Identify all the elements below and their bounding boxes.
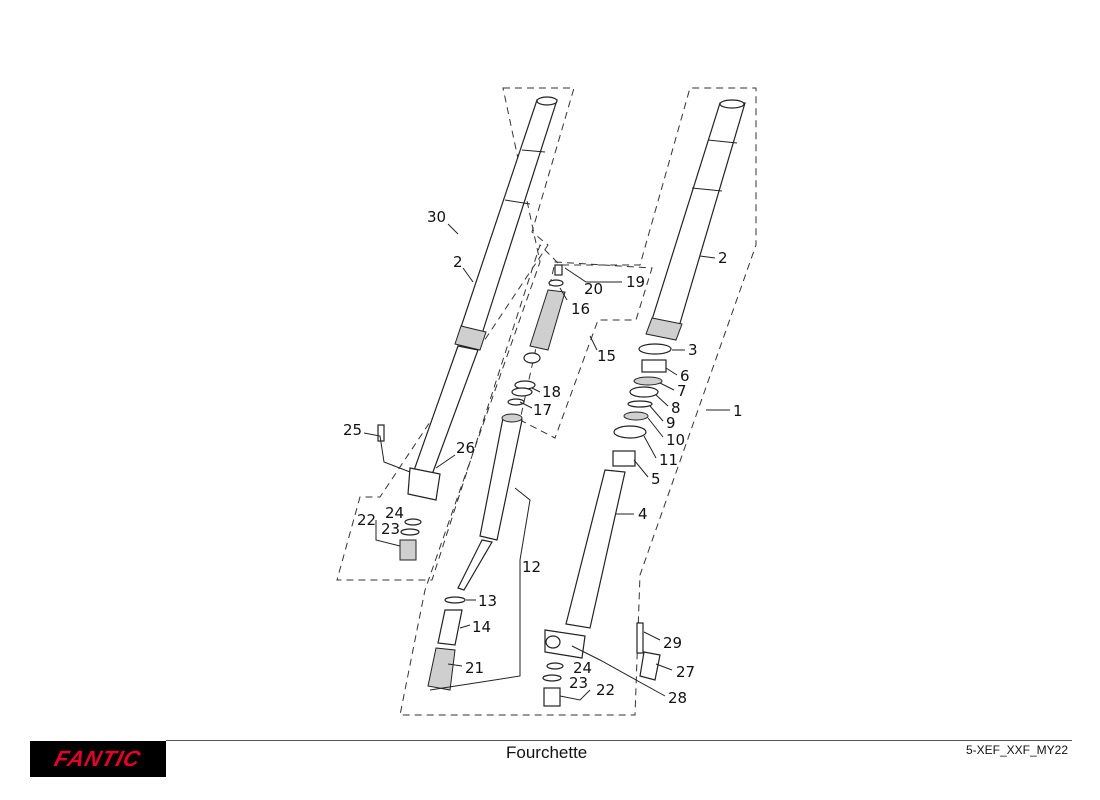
callout-23-left: 23	[381, 520, 400, 538]
model-code: 5-XEF_XXF_MY22	[965, 743, 1068, 757]
callout-5: 5	[651, 470, 661, 488]
callout-28: 28	[668, 689, 687, 707]
callout-16: 16	[571, 300, 590, 318]
callout-10: 10	[666, 431, 685, 449]
callout-15: 15	[597, 347, 616, 365]
callout-1: 1	[733, 402, 743, 420]
callout-30: 30	[427, 208, 446, 226]
footer-divider	[166, 740, 1072, 741]
brand-logo-text: FANTIC	[52, 746, 145, 771]
callout-labels: 30 2 25 26 22 24 23 20 19 16 15 18 17 12…	[343, 208, 743, 707]
right-axle-clamp-parts	[636, 622, 661, 681]
page-title: Fourchette	[506, 743, 588, 762]
callout-24-left: 24	[385, 504, 404, 522]
callout-19: 19	[626, 273, 645, 291]
brand-logo: FANTIC	[30, 741, 166, 777]
callout-22-right: 22	[596, 681, 615, 699]
leader-lines	[363, 223, 730, 701]
callout-24-right: 24	[573, 659, 592, 677]
callout-2-left: 2	[453, 253, 463, 271]
callout-7: 7	[677, 382, 687, 400]
left-fork-tube	[407, 96, 558, 501]
left-axle-clamp-parts	[377, 424, 422, 561]
callout-20: 20	[584, 280, 603, 298]
callout-23-right: 23	[569, 674, 588, 692]
callout-18: 18	[542, 383, 561, 401]
callout-2-right: 2	[718, 249, 728, 267]
right-fork-tube	[645, 99, 746, 341]
callout-6: 6	[680, 367, 690, 385]
callout-12: 12	[522, 558, 541, 576]
callout-25: 25	[343, 421, 362, 439]
callout-8: 8	[671, 399, 681, 417]
left-fork-group-outline	[336, 87, 757, 716]
callout-26: 26	[456, 439, 475, 457]
callout-9: 9	[666, 414, 676, 432]
callout-3: 3	[688, 341, 698, 359]
callout-13: 13	[478, 592, 497, 610]
callout-29: 29	[663, 634, 682, 652]
callout-4: 4	[638, 505, 648, 523]
right-fork-slider	[542, 469, 626, 707]
callout-21: 21	[465, 659, 484, 677]
callout-14: 14	[472, 618, 491, 636]
callout-17: 17	[533, 401, 552, 419]
right-seals-stack	[612, 343, 672, 467]
callout-11: 11	[659, 451, 678, 469]
callout-27: 27	[676, 663, 695, 681]
cartridge-assembly	[427, 264, 566, 691]
callout-22-left: 22	[357, 511, 376, 529]
